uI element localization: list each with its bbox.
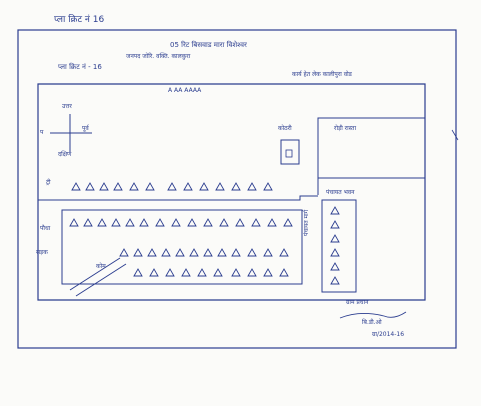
plot-ref-mid: प्ला क्रिट नं - 16 <box>58 63 102 71</box>
right-note: कार्य हेत लेक कालीपुरा वोड <box>292 71 352 78</box>
room-label: कोठरी <box>278 125 292 132</box>
road-label: कोम <box>96 263 106 270</box>
compass-south: दक्षिण <box>58 151 72 158</box>
inner-plot-border <box>37 83 426 301</box>
annex-label: रोड़ी रास्ता <box>334 125 356 132</box>
room-inner <box>285 149 293 158</box>
signature-line-3: ग्रा/2014-16 <box>372 331 405 338</box>
village-line: जनपद जोरि. वक्ति. कालकुरा <box>126 53 191 60</box>
triangle-column-right <box>330 206 340 285</box>
annex-outline <box>317 117 426 179</box>
signature-line-1: ग्राम प्रधान <box>346 299 369 306</box>
road-line-2 <box>75 263 127 297</box>
signature-line-2: बि.डी.ओ <box>362 319 382 326</box>
inner-divider <box>38 195 318 201</box>
left-label-b: पौधा <box>40 225 51 232</box>
outer-border <box>17 29 457 349</box>
drawing-title: 05 रिट बिसवाड मारा विशेश्वर <box>170 41 247 49</box>
left-label-c: सड़क <box>36 249 48 256</box>
right-strip <box>321 199 357 293</box>
triangle-row-4 <box>133 268 289 277</box>
annex-text: पंचायत भवन <box>326 189 355 196</box>
signature-scribble <box>339 311 407 319</box>
compass-west: प <box>40 129 44 136</box>
room-box <box>280 139 300 165</box>
compass-north: उत्तर <box>62 103 72 110</box>
triangle-row-top <box>71 182 273 191</box>
compass-east: पूर्व <box>82 125 89 132</box>
plot-ref-top: प्ला क्रिट नं 16 <box>54 15 105 25</box>
left-label-a: ट्री <box>46 179 51 186</box>
side-vertical-label: पंचायत मार्ग <box>303 209 310 236</box>
road-line-1 <box>69 257 121 291</box>
central-box <box>61 209 303 285</box>
top-row-label: A AA AAAA <box>168 87 202 94</box>
triangle-row-3 <box>119 248 289 257</box>
triangle-row-2 <box>69 218 293 227</box>
right-edge-tick <box>451 129 459 141</box>
